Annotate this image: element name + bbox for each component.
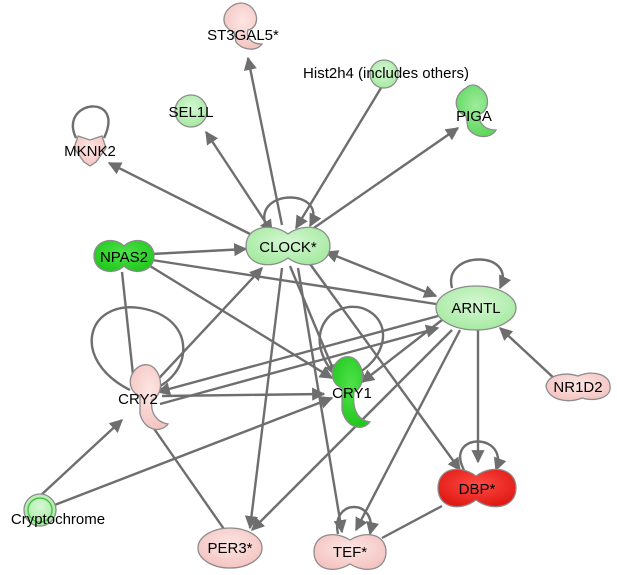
edge-clock-piga bbox=[307, 127, 460, 233]
self-loop-tef bbox=[335, 505, 380, 536]
self-loop-arntl bbox=[449, 258, 512, 290]
hist2h4-shape bbox=[369, 59, 399, 89]
cry2-label: CRY2 bbox=[118, 391, 158, 408]
edge-arntl-cry1 bbox=[360, 319, 443, 383]
cryptochrome-label: Cryptochrome bbox=[11, 511, 105, 528]
edge-clock-arntl bbox=[324, 250, 438, 298]
self-loop-mknk2 bbox=[71, 105, 110, 139]
node-npas2[interactable]: NPAS2 bbox=[93, 239, 155, 273]
edge-cryptochrome-cry1 bbox=[51, 396, 334, 508]
edge-clock-dbp bbox=[309, 263, 461, 472]
edge-dbp-tef bbox=[381, 504, 443, 540]
node-st3gal5[interactable]: ST3GAL5* bbox=[207, 2, 279, 50]
cry1-shape bbox=[331, 356, 372, 428]
node-piga[interactable]: PIGA bbox=[455, 84, 498, 138]
node-clock[interactable]: CLOCK* bbox=[245, 226, 331, 266]
sel1l-shape bbox=[174, 94, 208, 128]
self-loops bbox=[71, 105, 512, 536]
piga-shape bbox=[455, 84, 498, 138]
edge-arntl-per3 bbox=[251, 329, 453, 531]
piga-label: PIGA bbox=[456, 108, 492, 125]
node-cry1[interactable]: CRY1 bbox=[331, 356, 372, 428]
edge-cryptochrome-cry2 bbox=[39, 419, 123, 497]
npas2-label: NPAS2 bbox=[100, 249, 148, 266]
clock-shape bbox=[245, 226, 331, 266]
mknk2-label: MKNK2 bbox=[64, 143, 116, 160]
node-mknk2[interactable]: MKNK2 bbox=[64, 135, 116, 167]
dbp-shape bbox=[437, 468, 517, 508]
nr1d2-label: NR1D2 bbox=[553, 379, 602, 396]
self-loop-cry2 bbox=[90, 306, 185, 394]
cry1-label: CRY1 bbox=[332, 385, 372, 402]
nr1d2-shape bbox=[545, 372, 611, 402]
node-hist2h4[interactable]: Hist2h4 (includes others) bbox=[303, 59, 469, 89]
edge-npas2-clock bbox=[151, 243, 248, 257]
node-nr1d2[interactable]: NR1D2 bbox=[545, 372, 611, 402]
edge-cry2-cry1 bbox=[161, 387, 326, 401]
cry2-shape bbox=[129, 364, 170, 431]
node-cry2[interactable]: CRY2 bbox=[118, 364, 170, 431]
per3-shape bbox=[197, 527, 263, 569]
edge-clock-per3 bbox=[244, 267, 284, 530]
st3gal5-shape bbox=[223, 2, 264, 50]
mknk2-shape bbox=[73, 135, 107, 167]
node-arntl[interactable]: ARNTL bbox=[435, 285, 517, 331]
edge-clock-mknk2 bbox=[107, 161, 255, 238]
edge-arntl-cry2 bbox=[156, 314, 439, 396]
hist2h4-label: Hist2h4 (includes others) bbox=[303, 65, 469, 82]
dbp-label: DBP* bbox=[459, 481, 496, 498]
edge-clock-sel1l bbox=[204, 130, 274, 234]
edge-arntl-tef bbox=[354, 329, 462, 532]
self-loop-dbp bbox=[459, 440, 507, 472]
node-per3[interactable]: PER3* bbox=[197, 527, 263, 569]
self-loop-clock bbox=[263, 196, 322, 228]
clock-label: CLOCK* bbox=[259, 239, 317, 256]
edge-npas2-cry1 bbox=[149, 264, 334, 380]
edge-npas2-arntl bbox=[151, 258, 437, 306]
tef-shape bbox=[313, 534, 387, 570]
node-sel1l[interactable]: SEL1L bbox=[168, 94, 214, 128]
edge-cry2-arntl bbox=[159, 324, 440, 406]
edge-nr1d2-arntl bbox=[499, 327, 557, 381]
tef-label: TEF* bbox=[333, 544, 367, 561]
per3-label: PER3* bbox=[207, 540, 252, 557]
st3gal5-label: ST3GAL5* bbox=[207, 27, 279, 44]
self-loop-cry1 bbox=[318, 305, 385, 378]
edges bbox=[39, 56, 557, 540]
node-cryptochrome[interactable]: Cryptochrome bbox=[11, 493, 105, 528]
edge-cry2-per3 bbox=[147, 419, 227, 533]
sel1l-label: SEL1L bbox=[168, 104, 213, 121]
edge-cry2-clock bbox=[147, 267, 263, 391]
cryptochrome-shape-inner bbox=[27, 497, 53, 523]
node-tef[interactable]: TEF* bbox=[313, 534, 387, 570]
edge-npas2-cry2 bbox=[120, 271, 136, 385]
arntl-label: ARNTL bbox=[451, 300, 500, 317]
node-dbp[interactable]: DBP* bbox=[437, 468, 517, 508]
npas2-shape bbox=[93, 239, 155, 273]
edge-hist2h4-clock bbox=[294, 87, 383, 230]
arntl-shape bbox=[435, 285, 517, 331]
